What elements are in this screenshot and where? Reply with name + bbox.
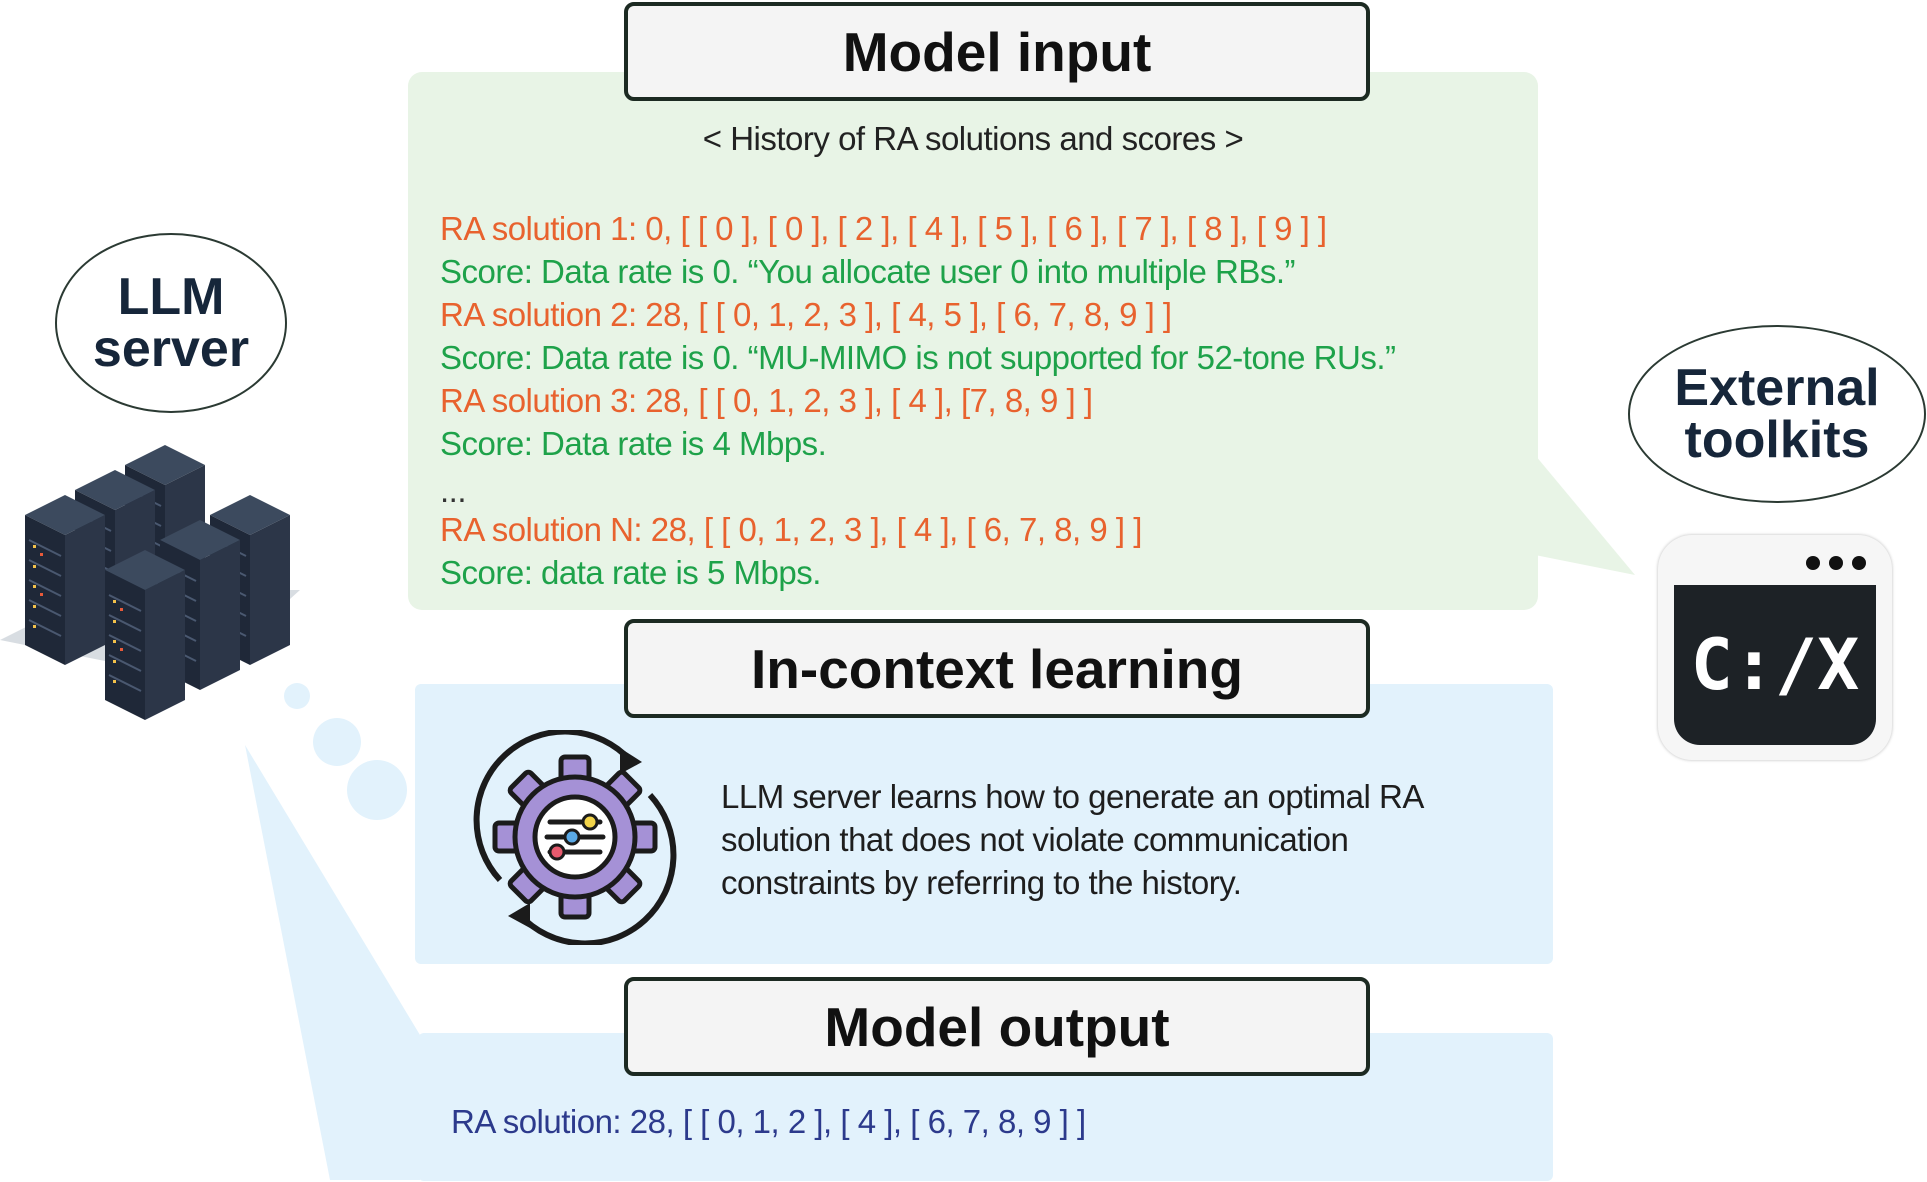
score-line: Score: Data rate is 4 Mbps. xyxy=(440,425,827,462)
ra-solution-line: RA solution 3: 28, [ [ 0, 1, 2, 3 ], [ 4… xyxy=(440,382,1093,419)
window-dots-icon xyxy=(1803,553,1873,578)
external-label-line2: toolkits xyxy=(1684,411,1870,469)
llm-label-line2: server xyxy=(92,320,250,378)
score-line: Score: Data rate is 0. “MU-MIMO is not s… xyxy=(440,339,1396,376)
model-output-title: Model output xyxy=(624,977,1370,1076)
icl-description: LLM server learns how to generate an opt… xyxy=(721,778,1423,901)
llm-server-label: LLM server xyxy=(55,233,287,413)
thought-bubble-medium xyxy=(313,718,361,766)
terminal-prompt: C:/X xyxy=(1674,585,1876,745)
ellipsis-line: ... xyxy=(440,472,467,509)
ra-solution-line: RA solution 1: 0, [ [ 0 ], [ 0 ], [ 2 ],… xyxy=(440,210,1327,247)
icl-title: In-context learning xyxy=(624,619,1370,718)
server-racks-icon xyxy=(0,440,320,745)
gear-sliders-icon xyxy=(470,728,680,950)
external-toolkits-label: External toolkits xyxy=(1628,325,1926,503)
terminal-window-icon: C:/X xyxy=(1658,535,1892,760)
ra-solution-line: RA solution N: 28, [ [ 0, 1, 2, 3 ], [ 4… xyxy=(440,511,1142,548)
external-label-line1: External xyxy=(1674,359,1880,417)
model-output-text: RA solution: 28, [ [ 0, 1, 2 ], [ 4 ], [… xyxy=(451,1103,1086,1140)
score-line: Score: data rate is 5 Mbps. xyxy=(440,554,821,591)
history-subtitle: < History of RA solutions and scores > xyxy=(702,120,1244,157)
llm-label-line1: LLM xyxy=(117,268,225,326)
ra-solution-line: RA solution 2: 28, [ [ 0, 1, 2, 3 ], [ 4… xyxy=(440,296,1172,333)
model-input-panel xyxy=(408,72,1538,610)
thought-bubble-large xyxy=(347,760,407,820)
model-input-title: Model input xyxy=(624,2,1370,101)
thought-bubble-small xyxy=(284,683,310,709)
score-line: Score: Data rate is 0. “You allocate use… xyxy=(440,253,1296,290)
